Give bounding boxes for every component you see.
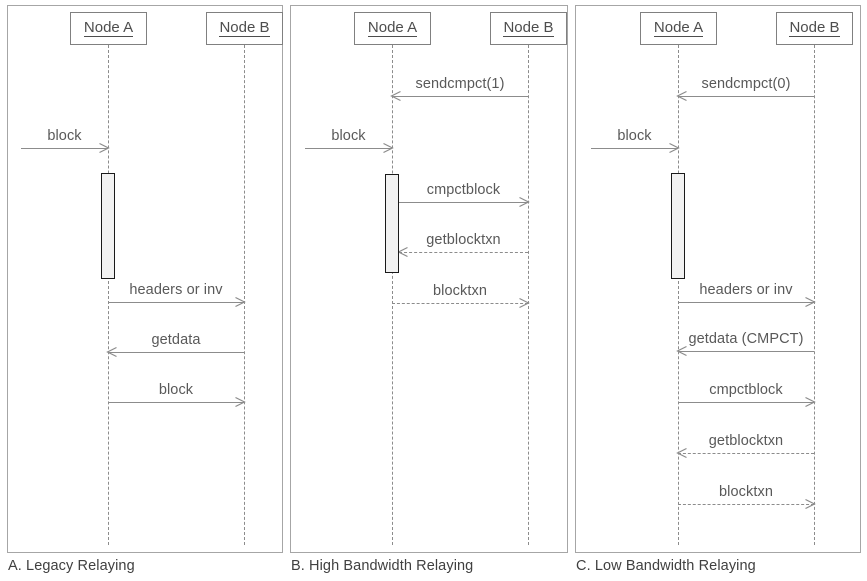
arrowhead-left-icon [676, 90, 687, 102]
node-a-label: Node A [83, 18, 134, 38]
message-label: headers or inv [699, 282, 793, 298]
lifeline-node-a [392, 45, 393, 545]
node-a-box: Node A [354, 12, 431, 45]
node-b-label: Node B [789, 18, 840, 38]
arrowhead-right-icon [235, 296, 246, 308]
arrowhead-right-icon [805, 296, 816, 308]
message-line [678, 402, 814, 403]
panel-legacy-relaying: Node A Node B block headers or inv getda… [7, 5, 283, 553]
message-line [392, 96, 528, 97]
arrowhead-right-icon [805, 498, 816, 510]
caption-panel-b: B. High Bandwidth Relaying [291, 558, 474, 574]
message-label: sendcmpct(1) [415, 76, 505, 92]
message-line [678, 351, 814, 352]
message-line [305, 148, 392, 149]
node-b-label: Node B [503, 18, 554, 38]
activation-bar-node-a [671, 173, 685, 279]
message-line [108, 302, 244, 303]
message-line [678, 96, 814, 97]
arrowhead-right-icon [805, 396, 816, 408]
node-b-box: Node B [490, 12, 567, 45]
message-label: getblocktxn [426, 232, 501, 248]
arrowhead-left-icon [390, 90, 401, 102]
message-line [392, 303, 528, 304]
node-a-label: Node A [367, 18, 418, 38]
message-line [108, 352, 244, 353]
message-line [21, 148, 108, 149]
node-a-box: Node A [70, 12, 147, 45]
caption-panel-c: C. Low Bandwidth Relaying [576, 558, 756, 574]
lifeline-node-a [108, 45, 109, 545]
arrowhead-right-icon [99, 142, 110, 154]
lifeline-node-b [528, 45, 529, 545]
message-label: cmpctblock [426, 182, 501, 198]
arrowhead-left-icon [676, 345, 687, 357]
message-line [108, 402, 244, 403]
caption-panel-a: A. Legacy Relaying [8, 558, 135, 574]
arrowhead-right-icon [519, 196, 530, 208]
message-label: block [617, 128, 652, 144]
message-label: blocktxn [719, 484, 773, 500]
message-label: block [331, 128, 366, 144]
arrowhead-left-icon [676, 447, 687, 459]
activation-bar-node-a [101, 173, 115, 279]
lifeline-node-a [678, 45, 679, 545]
message-label: getdata [151, 332, 201, 348]
message-line [678, 302, 814, 303]
arrowhead-left-icon [397, 246, 408, 258]
node-b-label: Node B [219, 18, 270, 38]
message-line [399, 252, 528, 253]
message-label: getblocktxn [708, 433, 784, 449]
message-label: blocktxn [433, 283, 487, 299]
arrowhead-right-icon [669, 142, 680, 154]
arrowhead-right-icon [519, 297, 530, 309]
activation-bar-node-a [385, 174, 399, 273]
node-a-box: Node A [640, 12, 717, 45]
message-label: headers or inv [129, 282, 223, 298]
panel-high-bandwidth-relaying: Node A Node B sendcmpct(1) block cmpctbl… [290, 5, 568, 553]
message-label: block [158, 382, 194, 398]
node-b-box: Node B [206, 12, 283, 45]
message-label: cmpctblock [709, 382, 783, 398]
arrowhead-left-icon [106, 346, 117, 358]
message-line [678, 453, 814, 454]
arrowhead-right-icon [383, 142, 394, 154]
lifeline-node-b [244, 45, 245, 545]
message-label: getdata (CMPCT) [688, 331, 804, 347]
message-label: sendcmpct(0) [701, 76, 791, 92]
message-line [399, 202, 528, 203]
message-line [678, 504, 814, 505]
panel-low-bandwidth-relaying: Node A Node B sendcmpct(0) block headers [575, 5, 861, 553]
message-label: block [47, 128, 82, 144]
node-a-label: Node A [653, 18, 704, 38]
arrowhead-right-icon [235, 396, 246, 408]
message-line [591, 148, 678, 149]
lifeline-node-b [814, 45, 815, 545]
node-b-box: Node B [776, 12, 853, 45]
